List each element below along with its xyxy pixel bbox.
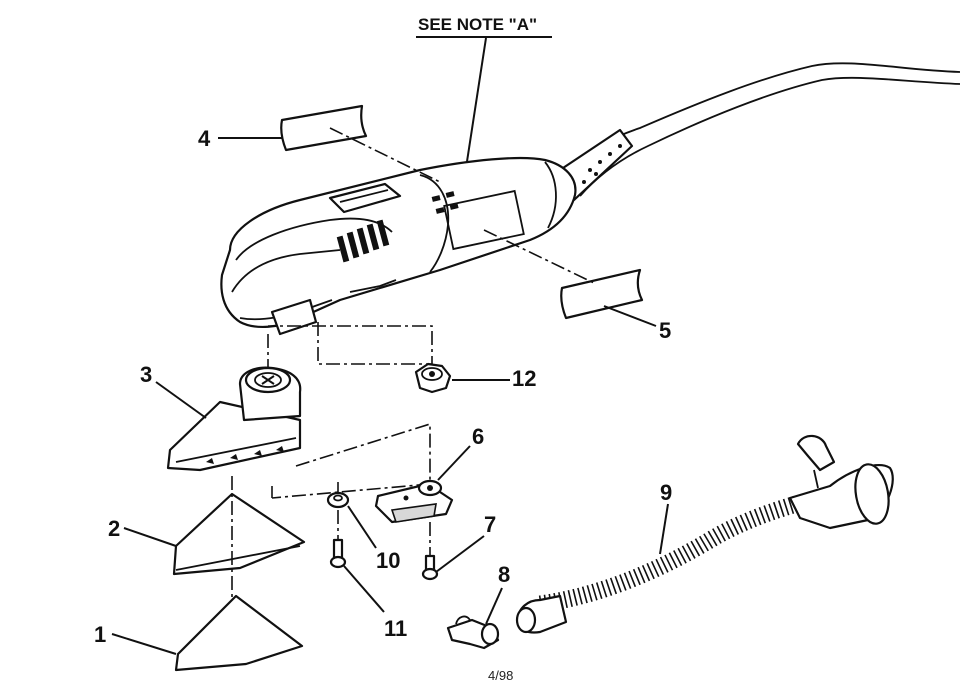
part-9-dust-hose: 9	[515, 434, 894, 634]
part-label-7: 7	[484, 512, 496, 537]
hose-clip	[796, 434, 836, 472]
part-5-label-plate: 5	[483, 229, 671, 343]
part-label-4: 4	[198, 126, 211, 151]
vent-slots-top	[431, 191, 459, 214]
part-6-clamp-plate: 6	[374, 424, 484, 524]
part-label-11: 11	[384, 616, 407, 641]
part-label-5: 5	[659, 318, 671, 343]
part-label-8: 8	[498, 562, 510, 587]
assembly-line-6	[271, 422, 431, 499]
part-label-12: 12	[512, 366, 536, 391]
part-label-3: 3	[140, 362, 152, 387]
part-11-screw: 11	[329, 510, 407, 641]
part-4-label-plate: 4	[198, 104, 441, 183]
part-label-6: 6	[472, 424, 484, 449]
part-label-9: 9	[660, 480, 672, 505]
part-3-sanding-pad: 3	[140, 362, 302, 472]
part-8-hose-adapter: 8	[446, 562, 510, 650]
note-leader-line	[465, 37, 487, 169]
footer-date-code: 4/98	[488, 668, 513, 683]
part-12-hex-nut: 12	[414, 362, 536, 394]
part-label-1: 1	[94, 622, 106, 647]
part-7-screw: 7	[421, 512, 496, 581]
power-cord	[558, 62, 960, 202]
vent-slots-left	[336, 219, 390, 263]
tool-label-panel	[443, 189, 525, 251]
part-label-10: 10	[376, 548, 400, 573]
see-note-label: SEE NOTE "A"	[418, 15, 537, 34]
part-2-sanding-sheet: 2	[108, 476, 306, 600]
tool-motor-housing	[220, 156, 577, 336]
part-1-sanding-sheet: 1	[94, 594, 304, 672]
part-label-2: 2	[108, 516, 120, 541]
part-10-washer: 10	[326, 482, 400, 573]
